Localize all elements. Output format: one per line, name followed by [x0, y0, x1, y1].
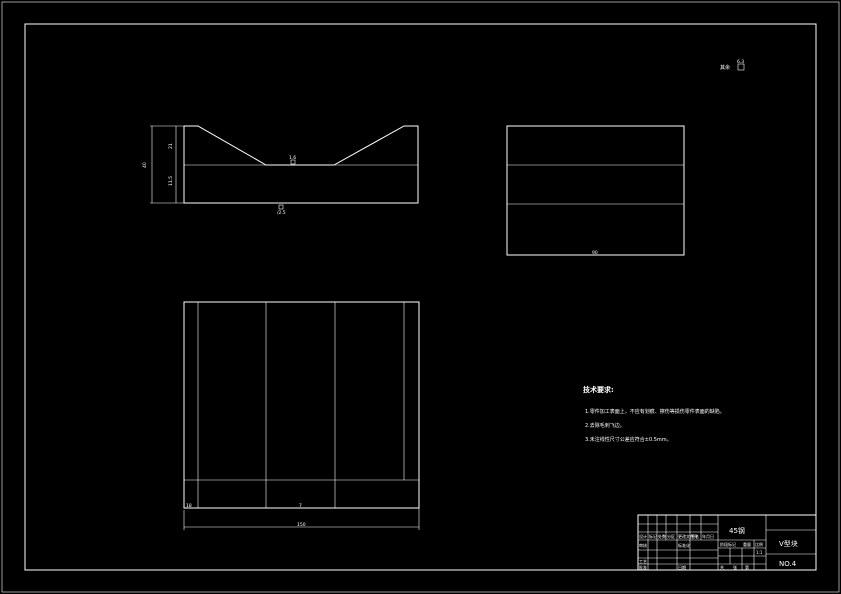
- tb-label-check: 审核: [639, 542, 647, 548]
- tb-label-standard: 标准化: [678, 542, 690, 548]
- tb-label-doc: 更改文件号: [678, 533, 698, 539]
- tb-scale: 1:1: [756, 550, 763, 555]
- roughness-groove-value: 1.6: [289, 155, 296, 161]
- tb-label-stage: 阶段标记: [720, 541, 736, 547]
- tb-material: 45钢: [729, 526, 745, 535]
- tb-label-sign: 签名: [691, 533, 699, 539]
- inner-frame: [24, 23, 817, 571]
- tb-label-mark: 标记: [649, 533, 657, 539]
- tb-label-approve: 批准: [639, 564, 647, 570]
- tech-req-item-2: 2.去除毛刺飞边。: [585, 422, 625, 429]
- side-view: 90: [506, 125, 685, 256]
- top-view-outline: [183, 301, 420, 509]
- dim-lower-height: 11.5: [168, 176, 174, 186]
- tb-label-count: 处数: [658, 533, 666, 539]
- roughness-note: 其余 6.3: [720, 59, 745, 71]
- top-view-dim-left: 18: [186, 503, 192, 509]
- roughness-bottom-icon: [278, 204, 284, 210]
- tech-req-item-3: 3.未注线性尺寸公差应符合±0.5mm。: [585, 436, 672, 443]
- technical-requirements: 技术要求: 1.零件加工表面上，不应有划痕、擦伤等损伤零件表面的缺陷。 2.去除…: [583, 385, 725, 443]
- top-view: 18 7 150: [183, 301, 420, 530]
- front-bottom-label: /2.5: [277, 210, 286, 216]
- tech-req-title: 技术要求:: [583, 385, 614, 394]
- tb-label-ymd: 年月日: [702, 533, 714, 539]
- roughness-symbol-icon: [737, 63, 745, 71]
- roughness-groove-icon: [290, 159, 296, 165]
- tb-label-zone: 分区: [667, 533, 675, 539]
- tb-label-design: 设计: [639, 533, 647, 539]
- tb-label-weight: 重量: [743, 541, 751, 547]
- tb-part-name: V型块: [779, 539, 798, 548]
- tech-req-item-1: 1.零件加工表面上，不应有划痕、擦伤等损伤零件表面的缺陷。: [585, 408, 725, 415]
- dim-upper-height: 21: [168, 143, 174, 149]
- side-view-width-dim: 90: [592, 250, 598, 256]
- front-view-outline: [183, 125, 419, 204]
- front-view: 40 21 11.5 1.6 /2.5: [142, 125, 419, 216]
- tb-label-date: 日期: [678, 564, 686, 570]
- tb-drawing-no: NO.4: [779, 560, 797, 568]
- tb-label-sheet: 张: [733, 564, 737, 570]
- tb-label-process: 工艺: [639, 559, 647, 564]
- side-view-outline: [506, 125, 685, 256]
- roughness-note-value: 6.3: [737, 59, 744, 65]
- top-view-dim-total: 150: [297, 522, 306, 528]
- title-block: 45钢 V型块 NO.4 1:1 设计 审核 工艺 批准 标准化 日期 标记 处…: [637, 514, 817, 571]
- top-view-dim-center: 7: [299, 503, 302, 509]
- roughness-note-label: 其余: [720, 64, 730, 71]
- tb-label-sheet-no: 第: [745, 564, 749, 570]
- dim-total-height: 40: [142, 162, 148, 168]
- tb-label-sheet-total: 共: [720, 564, 724, 570]
- tb-label-ratio: 比例: [755, 541, 763, 547]
- title-block-frame: [637, 514, 817, 571]
